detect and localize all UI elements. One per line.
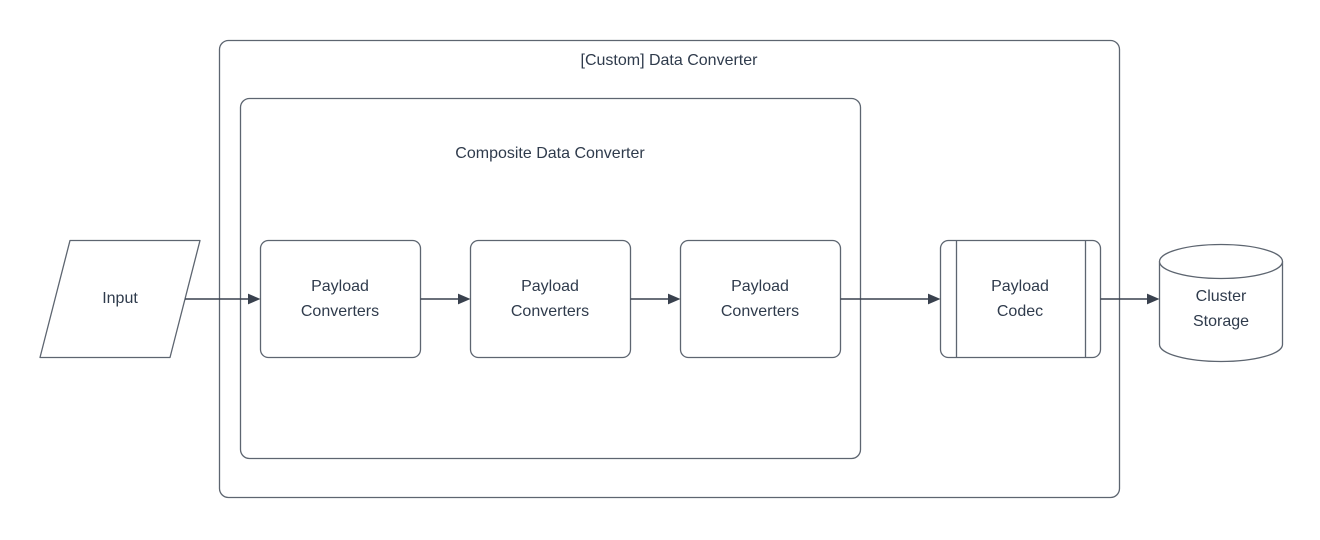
payload-converters-1-shape: [259, 239, 422, 359]
custom-data-converter-container-shape: [218, 39, 1121, 499]
composite-data-converter-container-shape: [239, 97, 862, 460]
arrowhead-payload-converters-1-to-2: [458, 293, 471, 305]
cluster-storage-cylinder-top: [1158, 243, 1284, 280]
payload-converters-3-shape: [679, 239, 842, 359]
arrowhead-payload-converters-3-to-payload-codec: [928, 293, 941, 305]
payload-converters-2-shape: [469, 239, 632, 359]
payload-codec-shape: [939, 239, 1102, 359]
cluster-storage-cylinder-body: [1158, 261, 1284, 363]
arrowhead-payload-codec-to-cluster-storage: [1147, 293, 1160, 305]
arrowhead-input-to-payload-converters-1: [248, 293, 261, 305]
arrowhead-payload-converters-2-to-3: [668, 293, 681, 305]
input-parallelogram-shape: [39, 239, 201, 359]
